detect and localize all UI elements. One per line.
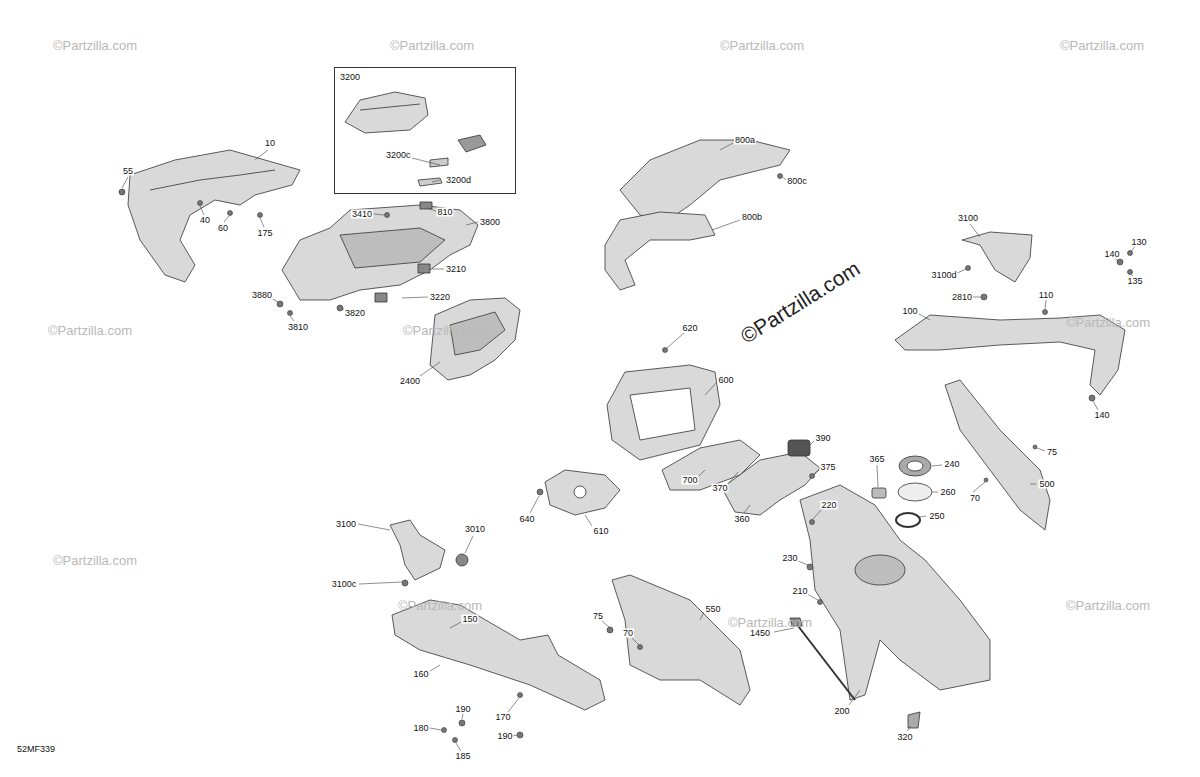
- callout-number: 3200: [339, 73, 361, 82]
- callout-number: 75: [592, 612, 604, 621]
- callout-number: 800c: [786, 177, 808, 186]
- callout-number: 240: [943, 460, 960, 469]
- callout-number: 60: [217, 224, 229, 233]
- callout-number: 800b: [741, 213, 763, 222]
- callout-number: 3880: [251, 291, 273, 300]
- callout-number: 2400: [399, 377, 421, 386]
- watermark: ©Partzilla.com: [1066, 316, 1150, 329]
- callout-number: 110: [1038, 291, 1054, 300]
- watermark: ©Partzilla.com: [728, 616, 812, 629]
- watermark: ©Partzilla.com: [1066, 599, 1150, 612]
- callout-number: 140: [1093, 411, 1110, 420]
- callout-number: 700: [681, 476, 698, 485]
- callout-number: 10: [264, 139, 276, 148]
- callout-number: 40: [199, 216, 211, 225]
- callout-number: 150: [461, 615, 478, 624]
- watermark: ©Partzilla.com: [53, 554, 137, 567]
- callout-number: 175: [256, 229, 273, 238]
- callout-number: 320: [896, 733, 913, 742]
- callout-number: 135: [1126, 277, 1143, 286]
- callout-number: 160: [412, 670, 429, 679]
- watermark: ©Partzilla.com: [398, 599, 482, 612]
- callout-number: 3410: [351, 210, 373, 219]
- watermark: ©Partzilla.com: [1060, 39, 1144, 52]
- callout-number: 3820: [344, 309, 366, 318]
- callout-number: 230: [781, 554, 798, 563]
- callout-number: 620: [681, 324, 698, 333]
- callout-number: 3100d: [930, 271, 957, 280]
- callout-number: 3200c: [385, 151, 412, 160]
- callout-number: 70: [969, 494, 981, 503]
- callout-number: 610: [592, 527, 609, 536]
- callout-number: 185: [454, 752, 471, 761]
- callout-number: 3010: [464, 525, 486, 534]
- callout-number: 810: [436, 208, 453, 217]
- callout-number: 390: [814, 434, 831, 443]
- callout-number: 600: [717, 376, 734, 385]
- callout-number: 200: [833, 707, 850, 716]
- callout-number: 2810: [951, 293, 973, 302]
- callout-number: 210: [791, 587, 808, 596]
- callout-number: 250: [928, 512, 945, 521]
- callout-number: 220: [820, 501, 837, 510]
- callout-number: 370: [711, 484, 728, 493]
- callout-number: 3220: [429, 293, 451, 302]
- callout-number: 3810: [287, 323, 309, 332]
- callout-number: 375: [819, 463, 836, 472]
- callout-number: 3100: [957, 214, 979, 223]
- callout-number: 3100: [335, 520, 357, 529]
- callout-number: 180: [412, 724, 429, 733]
- callout-number: 3210: [445, 265, 467, 274]
- watermark: ©Partzilla.com: [48, 324, 132, 337]
- callout-number: 365: [868, 455, 885, 464]
- watermark: ©Partzilla.com: [720, 39, 804, 52]
- callout-number: 500: [1038, 480, 1055, 489]
- callout-number: 100: [901, 307, 918, 316]
- callout-number: 640: [518, 515, 535, 524]
- callout-number: 70: [622, 629, 634, 638]
- watermark: ©Partzilla.com: [403, 324, 487, 337]
- callout-number: 260: [939, 488, 956, 497]
- callout-number: 550: [704, 605, 721, 614]
- callout-number: 3800: [479, 218, 501, 227]
- inset-box: 3200 3200c 3200d: [334, 67, 516, 194]
- callout-number: 190: [496, 732, 513, 741]
- callout-number: 360: [733, 515, 750, 524]
- watermark: ©Partzilla.com: [737, 257, 863, 347]
- watermark: ©Partzilla.com: [53, 39, 137, 52]
- callout-number: 1450: [749, 629, 771, 638]
- callout-number: 75: [1046, 448, 1058, 457]
- callout-number: 3100c: [331, 580, 358, 589]
- callout-number: 170: [494, 713, 511, 722]
- watermark: ©Partzilla.com: [390, 39, 474, 52]
- callout-number: 190: [454, 705, 471, 714]
- callout-number: 140: [1103, 250, 1120, 259]
- callout-number: 3200d: [445, 176, 472, 185]
- callout-number: 800a: [734, 136, 756, 145]
- figure-code: 52MF339: [16, 745, 56, 754]
- callout-number: 130: [1130, 238, 1147, 247]
- callout-number: 55: [122, 167, 134, 176]
